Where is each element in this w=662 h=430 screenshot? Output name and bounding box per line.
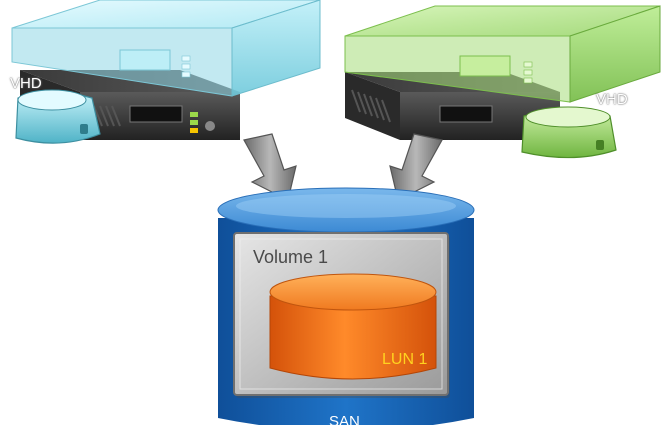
right-host-server — [344, 5, 661, 159]
lun-label: LUN 1 — [382, 351, 428, 368]
left-virtual-server — [11, 0, 321, 97]
volume-label: Volume 1 — [253, 247, 329, 267]
right-vhd-label: VHD — [596, 91, 628, 108]
left-vhd-disk-icon — [15, 89, 101, 144]
lun-cylinder — [269, 273, 437, 380]
san-label: SAN — [329, 413, 360, 430]
left-host-server — [11, 0, 321, 144]
right-down-arrow — [389, 133, 443, 201]
right-virtual-server — [344, 5, 661, 103]
left-vhd-label: VHD — [10, 75, 42, 92]
left-down-arrow — [243, 133, 297, 201]
right-vhd-disk-icon — [521, 106, 617, 159]
